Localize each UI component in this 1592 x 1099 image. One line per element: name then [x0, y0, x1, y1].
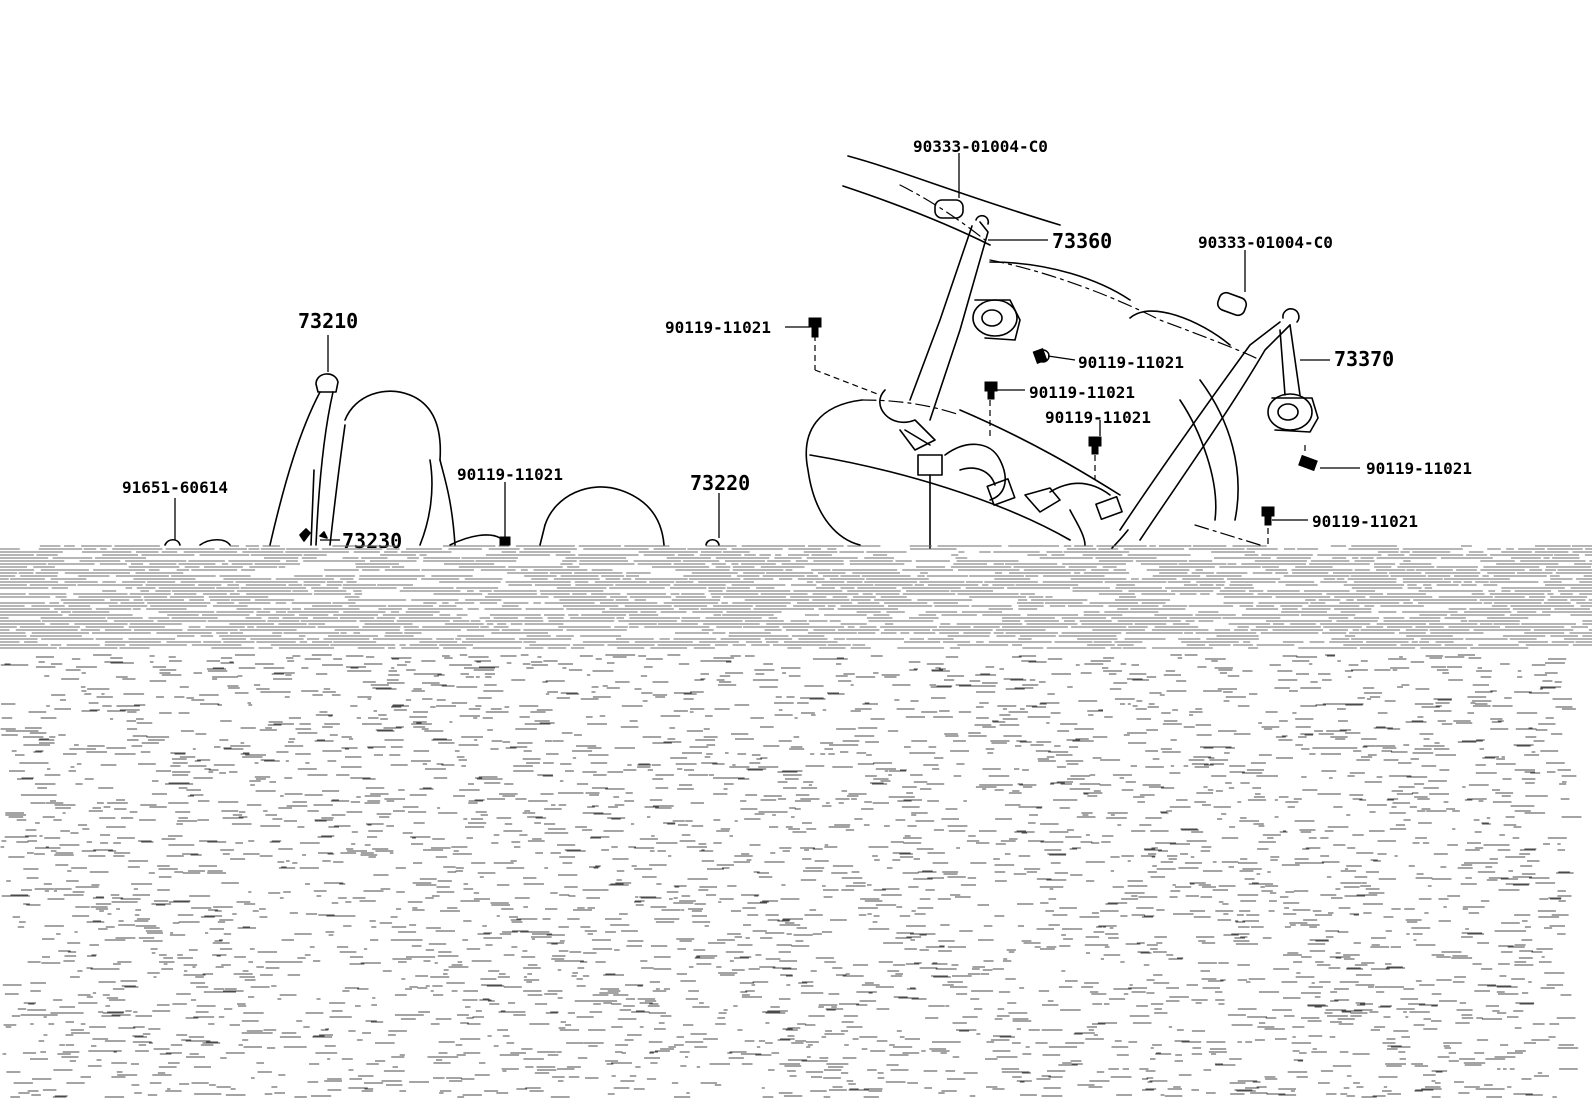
- label-73370: 73370: [1334, 347, 1394, 371]
- label-90119-b: 90119-11021: [1029, 383, 1135, 402]
- label-90333-right: 90333-01004-C0: [1198, 233, 1333, 252]
- part-labels: 90333-01004-C0 73360 90333-01004-C0 7337…: [122, 137, 1472, 553]
- bolt-icon: [808, 317, 822, 338]
- scan-noise-field: [0, 654, 1582, 1098]
- label-90119-e: 90119-11021: [1312, 512, 1418, 531]
- bolt-icon: [1261, 506, 1275, 526]
- bolt-icon: [1088, 436, 1102, 455]
- bolt-icon: [1298, 454, 1318, 472]
- label-90119-c: 90119-11021: [1045, 408, 1151, 427]
- label-91651: 91651-60614: [122, 478, 228, 497]
- label-73210: 73210: [298, 309, 358, 333]
- label-73360: 73360: [1052, 229, 1112, 253]
- bolt-icon: [984, 381, 998, 400]
- label-90119-f: 90119-11021: [457, 465, 563, 484]
- leader-lines: [174, 153, 1360, 548]
- label-73220: 73220: [690, 471, 750, 495]
- label-90119-left: 90119-11021: [665, 318, 771, 337]
- cap-left: [934, 199, 964, 219]
- label-90119-d: 90119-11021: [1366, 459, 1472, 478]
- rear-seat-belt-assembly-drawing: [805, 155, 1319, 549]
- bolt-icon: [1032, 348, 1050, 364]
- label-90119-a: 90119-11021: [1078, 353, 1184, 372]
- scan-artifact-bands: [0, 545, 1592, 649]
- label-90333-top: 90333-01004-C0: [913, 137, 1048, 156]
- cap-right: [1216, 291, 1248, 317]
- front-seat-belt-assembly-drawing: [164, 373, 720, 546]
- bolt-glyphs: [499, 317, 1318, 546]
- buckle-plate: [917, 454, 943, 476]
- bolt-icon: [499, 536, 511, 546]
